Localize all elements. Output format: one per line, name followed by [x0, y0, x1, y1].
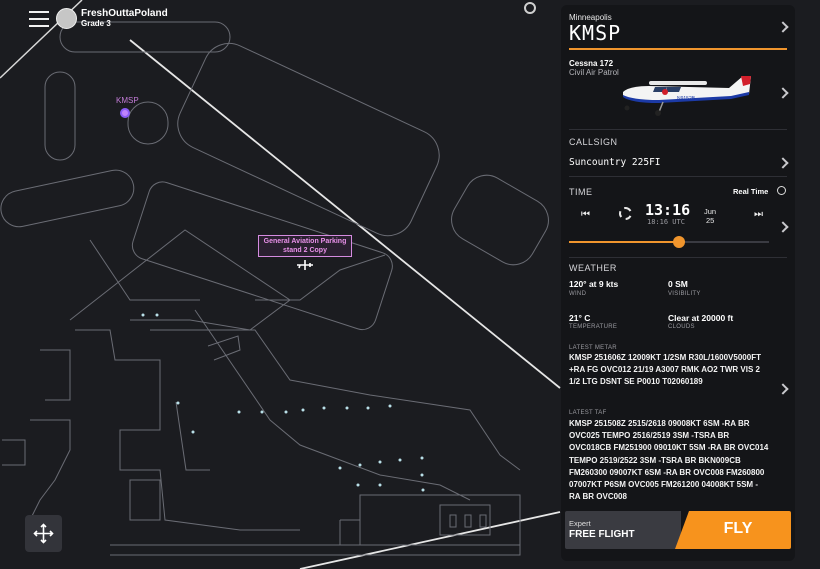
chevron-right-icon[interactable] — [777, 157, 789, 169]
parking-stand-label[interactable]: General Aviation Parking stand 2 Copy — [258, 235, 352, 257]
date-day: 25 — [706, 216, 715, 225]
divider — [569, 176, 787, 177]
flight-action-bar: Expert FREE FLIGHT FLY — [565, 511, 791, 549]
chevron-right-icon[interactable] — [777, 383, 789, 395]
menu-bar — [29, 18, 49, 20]
sun-icon — [619, 207, 632, 220]
time-slider-handle[interactable] — [673, 236, 685, 248]
menu-bar — [29, 25, 49, 27]
menu-bar — [29, 11, 49, 13]
taf-text: KMSP 251508Z 2515/2618 09008KT 6SM -RA B… — [569, 419, 769, 502]
visibility-label: VISIBILITY — [668, 291, 701, 297]
flight-mode-selector[interactable]: Expert FREE FLIGHT — [565, 511, 681, 549]
fly-button[interactable]: FLY — [675, 511, 791, 549]
user-grade: Grade 3 — [81, 19, 111, 28]
aircraft-image: N9152B — [623, 76, 751, 116]
parking-label-line1: General Aviation Parking — [263, 238, 347, 245]
flight-setup-panel: Minneapolis KMSP Cessna 172 Civil Air Pa… — [561, 5, 795, 561]
weather-heading: WEATHER — [569, 263, 617, 273]
flight-mode: FREE FLIGHT — [569, 529, 635, 540]
date-month: Jun — [704, 207, 717, 216]
real-time-toggle-label[interactable]: Real Time — [733, 187, 769, 196]
aircraft-registration: N9152B — [677, 96, 696, 102]
callsign-value[interactable]: Suncountry 225FI — [569, 157, 661, 168]
airport-icao: KMSP — [569, 21, 622, 45]
menu-button[interactable] — [29, 8, 49, 27]
accent-divider — [569, 48, 787, 50]
chevron-right-icon[interactable] — [777, 21, 789, 33]
wind-label: WIND — [569, 291, 587, 297]
temperature-value: 21° C — [569, 313, 591, 323]
aircraft-livery: Civil Air Patrol — [569, 68, 619, 77]
chevron-right-icon[interactable] — [777, 221, 789, 233]
chevron-right-icon[interactable] — [777, 87, 789, 99]
metar-heading: LATEST METAR — [569, 345, 617, 351]
parking-label-line2: stand 2 Copy — [283, 247, 327, 254]
divider — [569, 257, 787, 258]
crosshair-icon — [33, 523, 54, 544]
divider — [569, 129, 787, 130]
time-slider[interactable] — [569, 241, 769, 243]
time-settings-gear-icon[interactable] — [777, 186, 786, 195]
settings-gear-icon[interactable] — [524, 2, 536, 14]
aircraft-position-icon — [297, 260, 313, 270]
user-avatar[interactable] — [56, 8, 77, 29]
time-slider-fill — [569, 241, 679, 243]
callsign-heading: CALLSIGN — [569, 137, 618, 147]
recenter-button[interactable] — [25, 515, 62, 552]
airport-marker-label: KMSP — [116, 96, 139, 105]
clouds-label: CLOUDS — [668, 324, 695, 330]
taf-heading: LATEST TAF — [569, 410, 607, 416]
flight-level: Expert — [569, 519, 591, 528]
temperature-label: TEMPERATURE — [569, 324, 618, 330]
aircraft-model: Cessna 172 — [569, 59, 614, 68]
clouds-value: Clear at 20000 ft — [668, 313, 734, 323]
local-time: 13:16 — [645, 201, 691, 219]
wind-value: 120° at 9 kts — [569, 279, 619, 289]
time-heading: TIME — [569, 187, 593, 197]
metar-text: KMSP 251606Z 12009KT 1/2SM R30L/1600V500… — [569, 353, 761, 387]
skip-back-icon[interactable]: ⏮ — [581, 209, 590, 220]
user-name: FreshOuttaPoland — [81, 8, 168, 19]
fly-button-label: FLY — [723, 520, 753, 537]
skip-forward-icon[interactable]: ⏭ — [754, 209, 763, 220]
airport-marker-icon[interactable] — [120, 108, 130, 118]
airport-city: Minneapolis — [569, 13, 612, 22]
visibility-value: 0 SM — [668, 279, 688, 289]
utc-time: 18:16 UTC — [647, 218, 685, 226]
